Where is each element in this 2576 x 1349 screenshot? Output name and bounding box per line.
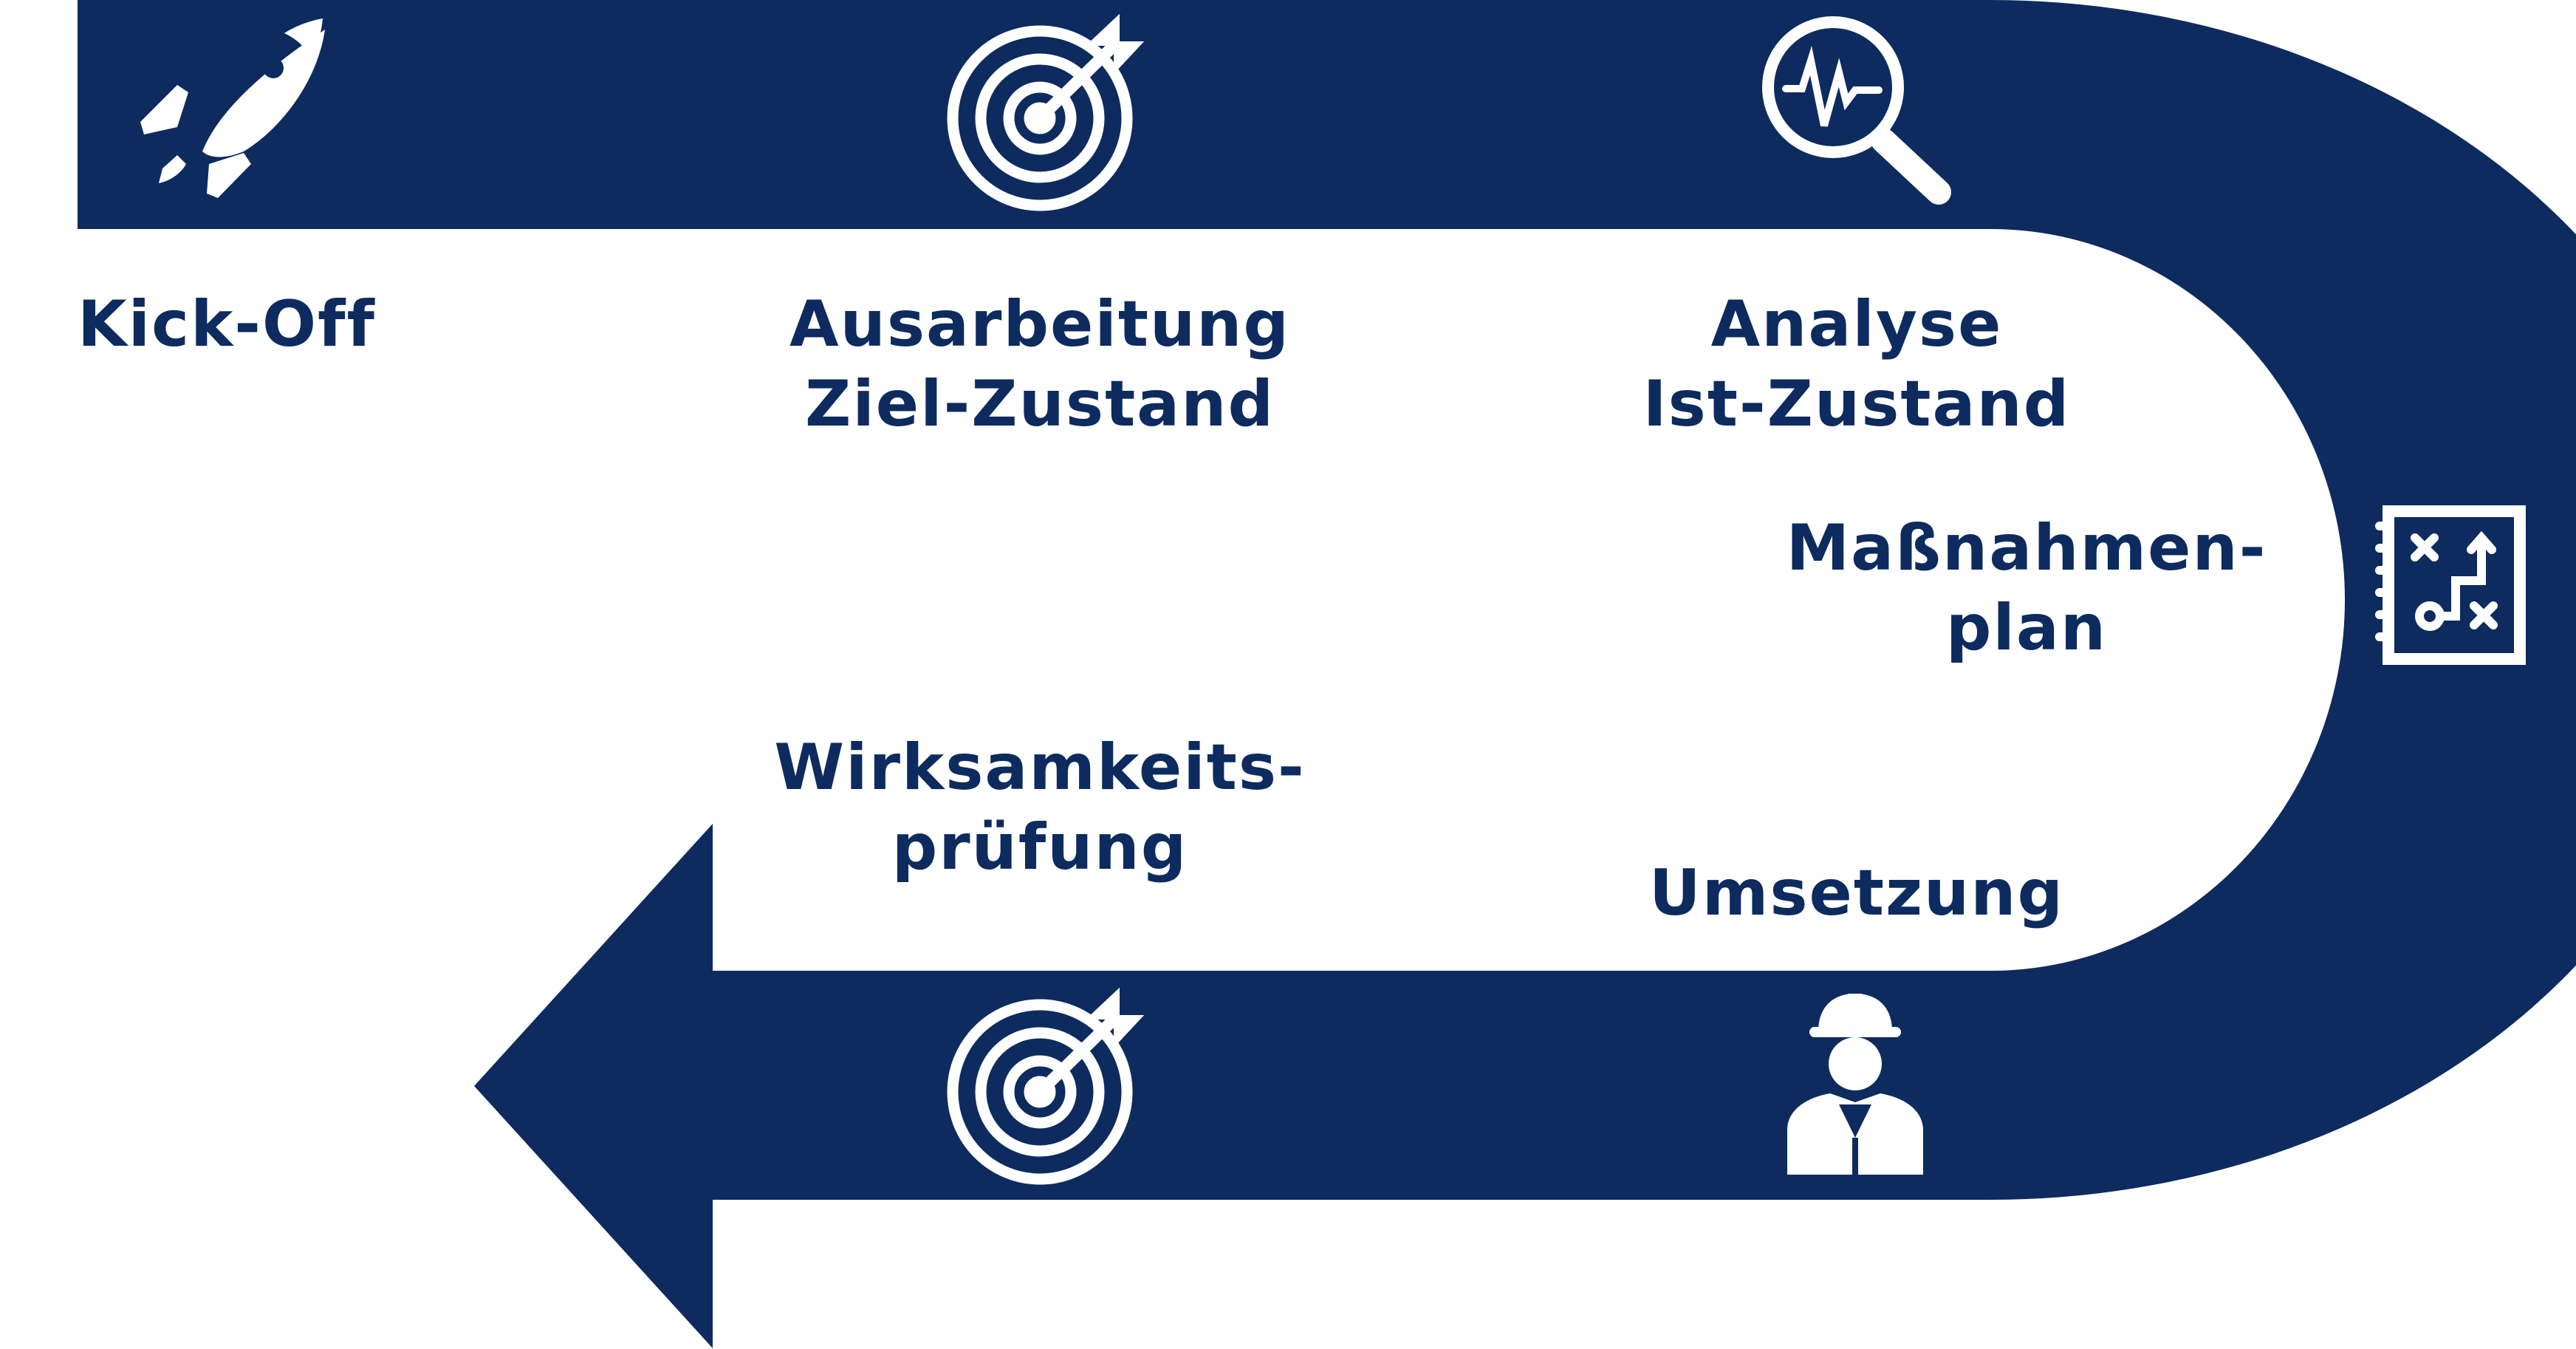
label-umsetzung: Umsetzung — [1561, 853, 2152, 933]
label-line: Ist-Zustand — [1642, 367, 2071, 441]
label-line: Wirksamkeits- — [774, 731, 1306, 805]
construction-worker-icon — [1787, 994, 1923, 1175]
label-line: Umsetzung — [1648, 856, 2065, 930]
strategy-plan-icon — [2375, 505, 2526, 665]
label-line: Ziel-Zustand — [804, 367, 1275, 441]
target-icon — [947, 13, 1145, 211]
label-line: plan — [1945, 591, 2108, 665]
magnifier-analysis-icon — [1762, 16, 1951, 205]
label-line: Ausarbeitung — [789, 287, 1290, 361]
label-kick-off: Kick-Off — [78, 284, 376, 364]
rocket-icon — [140, 18, 325, 198]
label-line: Maßnahmen- — [1786, 511, 2267, 585]
label-line: Analyse — [1710, 287, 2003, 361]
process-band — [78, 0, 2576, 1348]
label-analyse-ist-zustand: Analyse Ist-Zustand — [1561, 284, 2152, 444]
label-massnahmenplan: Maßnahmen- plan — [1731, 508, 2322, 668]
label-line: prüfung — [891, 810, 1188, 884]
target-icon — [947, 987, 1145, 1185]
label-wirksamkeitspruefung: Wirksamkeits- prüfung — [744, 728, 1335, 887]
label-ausarbeitung-ziel-zustand: Ausarbeitung Ziel-Zustand — [744, 284, 1335, 444]
label-line: Kick-Off — [78, 287, 376, 361]
